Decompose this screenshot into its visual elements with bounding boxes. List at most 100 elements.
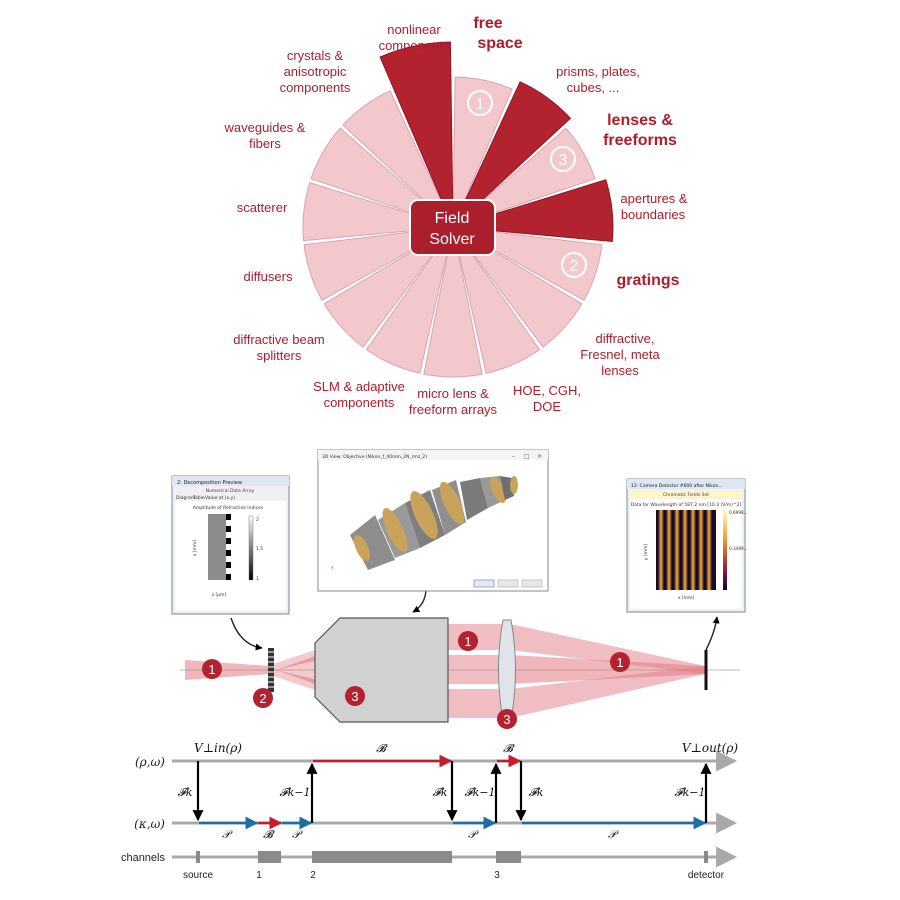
label-free-space-2: space [477,35,522,52]
channel-label-2: 2 [310,870,316,881]
badge-system-1-upper: 1 [458,631,478,651]
v-out-label: V⊥out(ρ) [682,741,738,755]
wheel-segment-free-space[interactable] [379,41,454,228]
field-solver-label-2: Solver [429,231,475,248]
svg-text:1: 1 [616,655,623,670]
label-slm-2: components [324,395,395,410]
label-beamsplit-2: splitters [257,348,302,363]
beam-lower [445,689,505,718]
window-3d-view[interactable]: 3D View: Objective (Nikon_f_40mm_2N_rmz_… [317,449,549,592]
wheel-segment-hoe[interactable] [452,226,583,348]
label-lenses-2: freeforms [603,132,677,149]
badge-system-3-objective: 3 [345,686,365,706]
label-prisms-1: prisms, plates, [556,64,640,79]
svg-text:3: 3 [503,712,510,727]
label-gratings: gratings [616,272,679,289]
label-hoe-1: HOE, CGH, [513,383,581,398]
fk-inv-label: 𝓕k−1 [280,786,311,799]
objective-3d-model [350,476,518,570]
callout-arrow-left [230,617,263,651]
window-decomposition-preview[interactable]: 2: Decomposition Preview Numerical Data … [171,475,290,615]
label-free-space-1: free [473,15,502,32]
objective-housing [314,617,449,723]
cancel-button[interactable] [497,579,519,588]
field-solver-box[interactable]: Field Solver [409,199,496,256]
window-subtitle: Numerical Data Array [206,488,255,494]
p-label: 𝒫 [468,828,479,841]
title-bar[interactable] [627,479,745,489]
channel-label-1: 1 [256,870,262,881]
close-icon[interactable]: × [537,453,542,460]
svg-text:3: 3 [559,152,568,169]
wheel-segment-lenses[interactable] [452,81,572,228]
wheel-segment-slm[interactable] [423,226,483,378]
fk-label: 𝓕k [178,786,193,799]
label-crystals-1: crystals & [287,48,344,63]
tab-table[interactable]: Table [192,495,205,501]
colorbar [723,510,727,590]
wheel-segment-prisms[interactable] [452,76,513,228]
help-button[interactable] [521,579,543,588]
beam-middle [445,655,505,684]
wheel-segment-beamsplitters[interactable] [365,226,454,374]
row-label-space: (ρ,ω) [135,755,165,769]
label-apertures-1: apertures & [620,191,688,206]
channel-2 [312,851,452,863]
badge-gratings: 2 [561,252,587,278]
y-axis-label: y [mm] [643,544,649,561]
p-label: 𝒫 [608,828,619,841]
channel-label-detector: detector [688,870,725,881]
fk-label: 𝓕k [529,786,544,799]
title-bar[interactable] [318,450,548,460]
grating [268,648,274,692]
label-hoe-2: DOE [533,399,562,414]
label-beamsplit-1: diffractive beam [233,332,325,347]
v-in-label: V⊥in(ρ) [194,741,242,755]
label-prisms-2: cubes, ... [567,80,620,95]
label-waveguides-2: fibers [249,136,281,151]
tab-diagram[interactable]: Diagram [176,495,195,501]
plot-title: Data for Wavelength of 587.2 nm [10.3 (V… [631,502,742,508]
x-axis-label: z [µm] [212,592,227,598]
label-diffractive-2: Fresnel, meta [580,347,660,362]
wheel-segment-microlens[interactable] [452,226,541,374]
input-beam [185,660,270,680]
axis-indicator: ↑ [330,566,334,572]
fk-label: 𝓕k [433,786,448,799]
badge-lenses: 3 [550,146,576,172]
fk-inv-label: 𝓕k−1 [465,786,496,799]
callout-arrow-center [412,589,427,613]
label-diffractive-3: lenses [601,363,639,378]
cbar-tick: 0.3499... [729,546,748,551]
channel-source [196,851,200,863]
label-crystals-3: components [280,80,351,95]
label-microlens-2: freeform arrays [409,402,498,417]
tab-value[interactable]: Value at (x,y) [205,495,235,501]
fk-inv-label: 𝓕k−1 [675,786,706,799]
grating-orders [270,650,315,690]
plot-title: Amplitude of Refractive Indices [193,505,264,511]
b-label: 𝓑 [503,742,515,755]
field-solver-label-1: Field [435,210,470,227]
field-tracing-diagram: (ρ,ω) (κ,ω) channels source 1 2 3 detect… [121,741,738,881]
p-label: 𝒫 [222,828,233,841]
x-axis-label: x [mm] [678,595,695,601]
minimize-icon[interactable]: – [512,453,515,460]
row-label-frequency: (κ,ω) [134,817,165,831]
ok-button[interactable] [473,579,495,588]
row-label-channels: channels [121,852,166,864]
wheel-segment-diffusers[interactable] [323,226,454,348]
window-camera-detector[interactable]: 12: Camera Detector #600 after Nikon... … [626,478,748,613]
label-diffusers: diffusers [244,269,293,284]
badge-free-space: 1 [467,90,493,116]
cbar-tick: 1 [256,576,259,582]
wheel-segment-nonlinear[interactable] [342,90,454,228]
maximize-icon[interactable]: □ [524,453,530,460]
callout-arrow-right [705,616,720,651]
svg-text:2: 2 [570,258,579,275]
b-label: 𝓑 [376,742,388,755]
label-waveguides-1: waveguides & [224,120,306,135]
window-title: 12: Camera Detector #600 after Nikon... [631,483,723,489]
channel-label-3: 3 [494,870,500,881]
title-bar[interactable] [172,476,289,486]
